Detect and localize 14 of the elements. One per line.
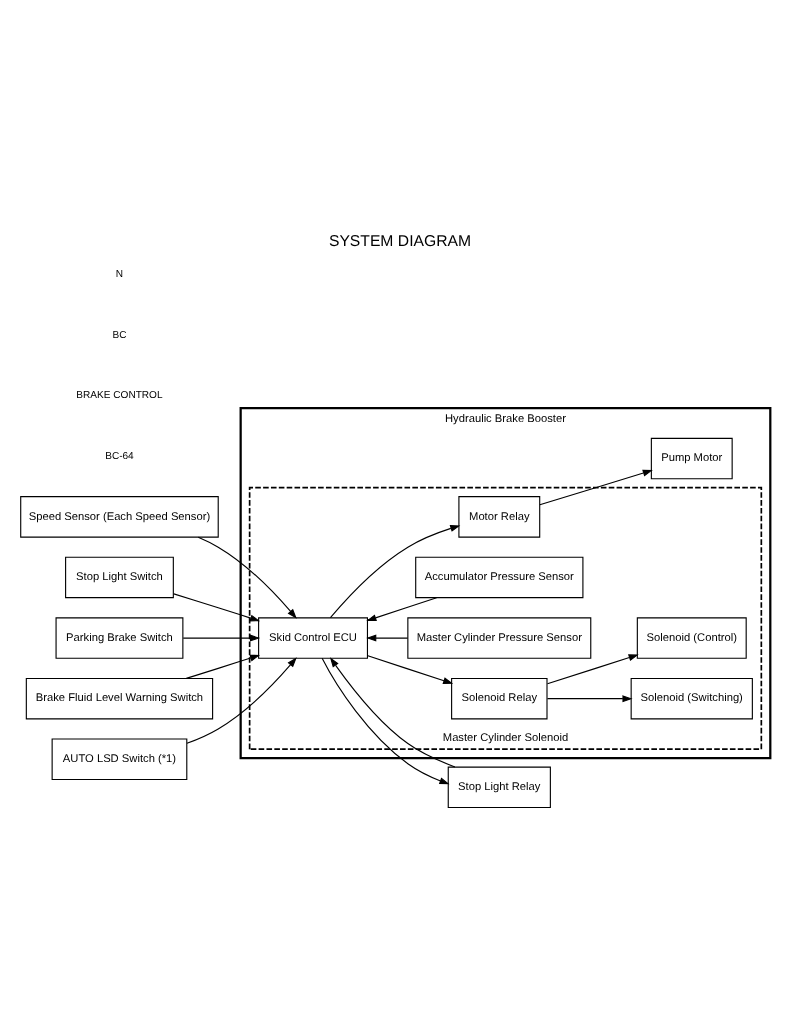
arrow (546, 695, 633, 703)
arrow (546, 654, 639, 685)
arrow (366, 597, 438, 622)
arrow (321, 657, 450, 785)
arrow (173, 593, 261, 622)
arrow (329, 525, 461, 619)
arrow (185, 654, 261, 679)
arrow (197, 536, 297, 619)
arrow (366, 634, 409, 642)
arrow (186, 657, 297, 744)
arrow (329, 657, 456, 768)
arrow (182, 634, 261, 642)
arrow (539, 469, 653, 506)
arrow (367, 655, 454, 685)
